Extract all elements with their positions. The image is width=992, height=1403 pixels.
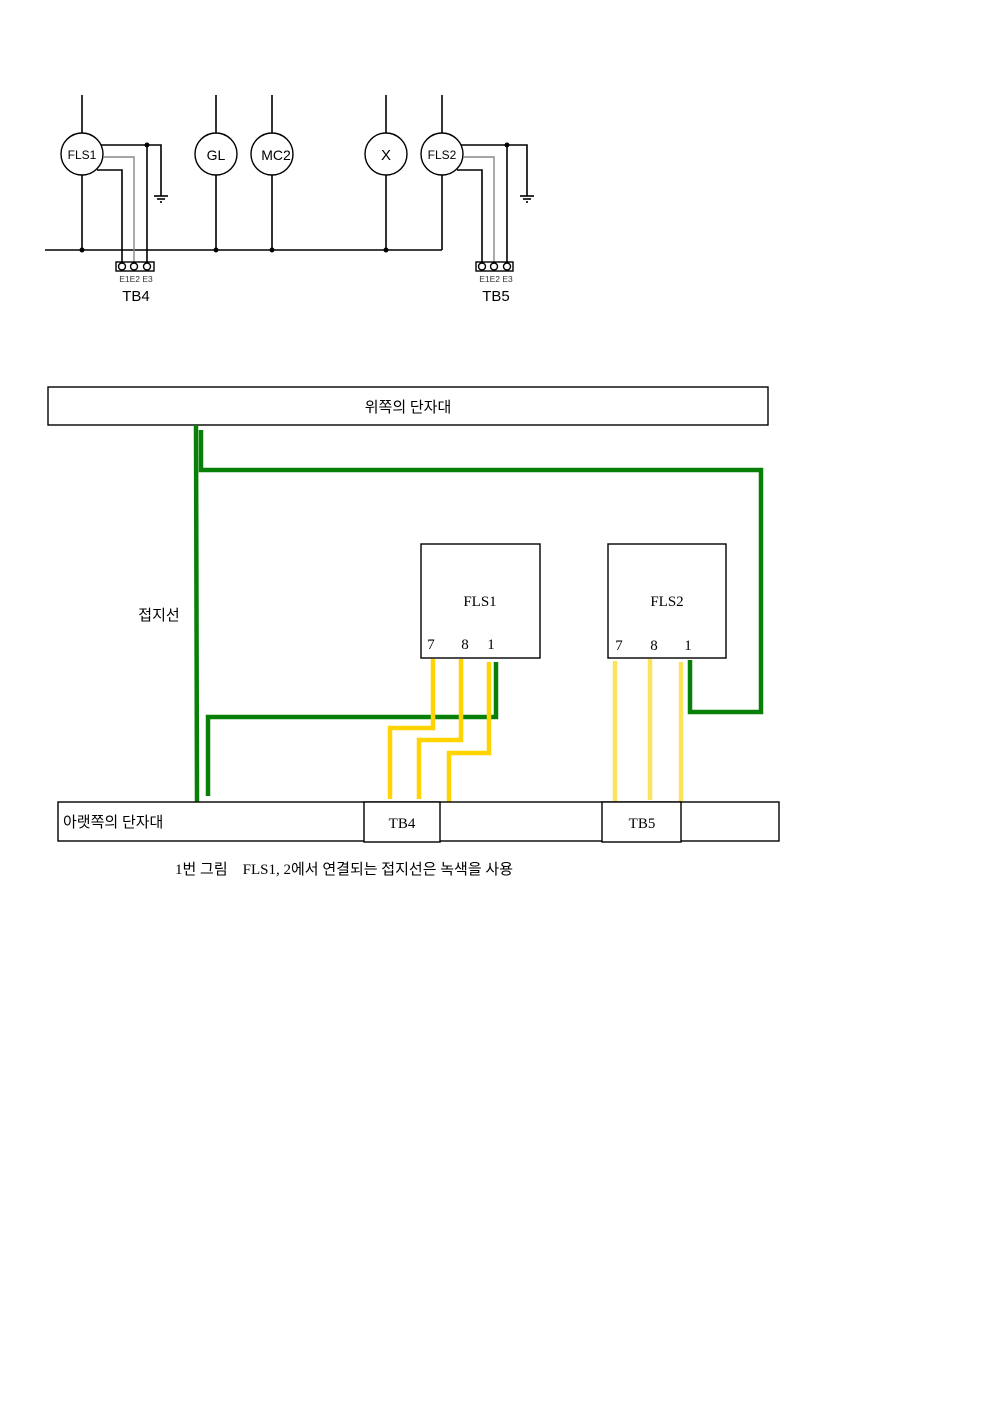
upper-terminal-block: 위쪽의 단자대: [47, 386, 769, 426]
fls1-tb4-wiring: E1E2 E3 TB4: [97, 142, 168, 305]
pin-1: 1: [487, 637, 495, 653]
tb5-terminal: [601, 801, 682, 843]
ground-icon: [154, 195, 168, 203]
fls1-signal-wires: [387, 659, 492, 803]
tb5-terminal-label: TB5: [629, 816, 656, 832]
pin-7: 7: [427, 637, 435, 653]
fls2-signal-wires: [612, 659, 684, 803]
device-label: FLS1: [68, 148, 97, 162]
tb5-label: TB5: [482, 288, 510, 305]
tb4-terminal-label: TB4: [389, 816, 416, 832]
pin-8: 8: [461, 637, 469, 653]
ground-wire-label: 접지선: [138, 607, 179, 624]
fls2-label: FLS2: [650, 594, 683, 610]
fls2-tb5-wiring: E1E2 E3 TB5: [457, 142, 534, 305]
terminal-labels: E1E2 E3: [479, 274, 513, 284]
device-label: GL: [207, 147, 226, 163]
tb4-label: TB4: [122, 288, 150, 305]
ground-icon: [520, 195, 534, 203]
lower-terminal-block: 아랫쪽의 단자대 TB4 TB5: [57, 801, 780, 843]
terminal-labels: E1E2 E3: [119, 274, 153, 284]
terminal-block-tb5: E1E2 E3 TB5: [475, 261, 514, 305]
device-gl: GL: [194, 132, 238, 176]
ladder-schematic: FLS1 GL MC2 X FLS2: [45, 95, 534, 305]
device-label: X: [381, 147, 391, 164]
pin-7: 7: [615, 638, 623, 654]
device-fls2: FLS2: [420, 132, 464, 176]
upper-terminal-label: 위쪽의 단자대: [365, 399, 452, 416]
device-label: FLS2: [428, 148, 457, 162]
terminal-block-tb4: E1E2 E3 TB4: [115, 261, 155, 305]
fls1-label: FLS1: [463, 594, 496, 610]
tb4-terminal: [363, 801, 441, 843]
fls1-box: FLS1 7 8 1: [420, 543, 541, 659]
ground-wires: [193, 424, 764, 803]
device-x: X: [364, 132, 408, 176]
pin-1: 1: [684, 638, 692, 654]
lower-terminal-label: 아랫쪽의 단자대: [63, 814, 163, 831]
wiring-diagram: 위쪽의 단자대 접지선 FLS1 7 8 1 FLS2 7 8 1: [47, 386, 780, 878]
device-mc2: MC2: [250, 132, 294, 176]
pin-8: 8: [650, 638, 658, 654]
device-fls1: FLS1: [60, 132, 104, 176]
device-label: MC2: [261, 147, 291, 163]
fls2-box: FLS2 7 8 1: [607, 543, 727, 659]
figure-caption: 1번 그림 FLS1, 2에서 연결되는 접지선은 녹색을 사용: [175, 861, 513, 878]
